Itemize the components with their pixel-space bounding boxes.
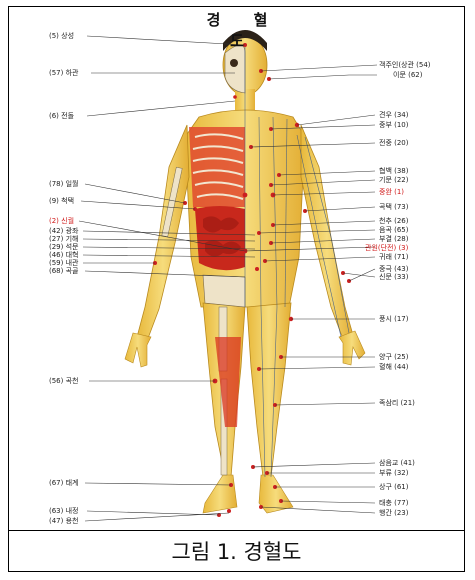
- label-right-0: 객주인(상관 (54): [379, 61, 431, 69]
- figure-frame: 경 혈 도 (5) 상성 (57) 하관 (6) 전돌 (78) 일월 (9) …: [8, 6, 465, 572]
- label-left-7: (27) 기해: [49, 235, 78, 243]
- label-left-6: (42) 광좌: [49, 227, 78, 235]
- label-right-20: 삼음교 (41): [379, 459, 415, 467]
- diagram-title: 경 혈 도: [184, 9, 304, 51]
- label-right-5: 협백 (38): [379, 167, 408, 175]
- label-right-23: 태충 (77): [379, 499, 408, 507]
- label-right-21: 부류 (32): [379, 469, 408, 477]
- label-right-2: 견우 (34): [379, 111, 408, 119]
- label-right-19: 족삼리 (21): [379, 399, 415, 407]
- label-left-2: (6) 전돌: [49, 112, 74, 120]
- label-left-5: (2) 신궐: [49, 217, 74, 225]
- label-right-13: 귀래 (71): [379, 253, 408, 261]
- label-right-17: 양구 (25): [379, 353, 408, 361]
- figure-caption: 그림 1. 경혈도: [9, 533, 464, 571]
- label-right-4: 전중 (20): [379, 139, 408, 147]
- label-left-13: (67) 태계: [49, 479, 78, 487]
- label-right-3: 중부 (10): [379, 121, 408, 129]
- label-right-15: 신문 (33): [379, 273, 408, 281]
- acupoint-diagram: 경 혈 도 (5) 상성 (57) 하관 (6) 전돌 (78) 일월 (9) …: [9, 7, 464, 531]
- label-right-8: 곡택 (73): [379, 203, 408, 211]
- label-left-10: (59) 내관: [49, 259, 78, 267]
- label-left-15: (47) 용천: [49, 517, 78, 525]
- label-left-12: (56) 곡천: [49, 377, 78, 385]
- label-right-6: 기문 (22): [379, 176, 408, 184]
- label-right-10: 음곡 (65): [379, 226, 408, 234]
- label-right-12: 관원(단전) (3): [365, 244, 408, 252]
- label-right-11: 부결 (28): [379, 235, 408, 243]
- label-left-9: (46) 대혁: [49, 251, 78, 259]
- label-left-1: (57) 하관: [49, 69, 78, 77]
- label-left-14: (63) 내정: [49, 507, 78, 515]
- label-right-14: 중극 (43): [379, 265, 408, 273]
- label-left-0: (5) 상성: [49, 32, 74, 40]
- label-right-22: 상구 (61): [379, 483, 408, 491]
- label-right-9: 천추 (26): [379, 217, 408, 225]
- label-right-1: 이문 (62): [393, 71, 422, 79]
- label-left-3: (78) 일월: [49, 180, 78, 188]
- label-left-4: (9) 척택: [49, 197, 74, 205]
- label-right-16: 풍시 (17): [379, 315, 408, 323]
- label-left-11: (68) 곡골: [49, 267, 78, 275]
- label-right-24: 행간 (23): [379, 509, 408, 517]
- anatomy-left-half: [162, 45, 245, 475]
- label-left-8: (29) 석문: [49, 243, 78, 251]
- label-right-7: 중완 (1): [379, 188, 404, 196]
- label-right-18: 혈해 (44): [379, 363, 408, 371]
